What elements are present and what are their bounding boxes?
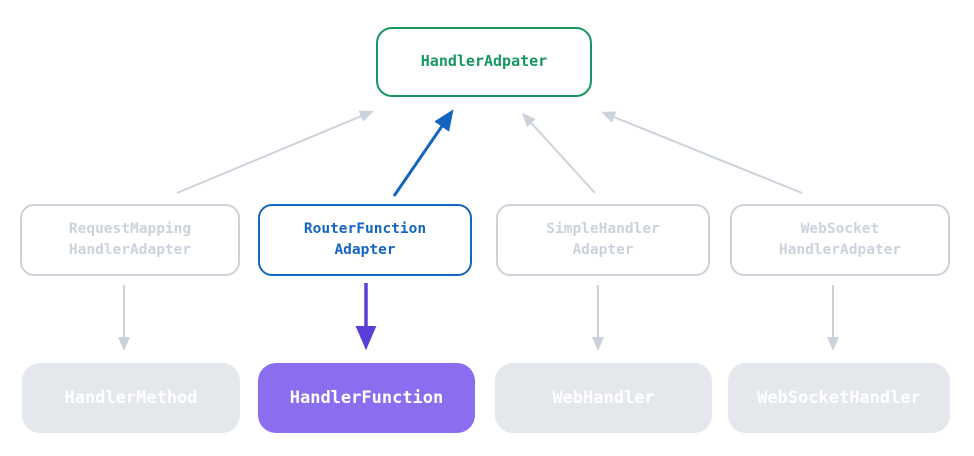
node-handlermethod: HandlerMethod [22,363,240,433]
node-label-line2: Adapter [334,242,396,258]
node-websockethandler-label: WebSocketHandler [757,387,921,408]
node-handlerfunction: HandlerFunction [258,363,475,433]
node-simplehandler-adapter: SimpleHandler Adapter [496,204,710,276]
node-label-line2: HandlerAdpater [778,242,902,258]
arrow-requestmapping-to-handleradapter [176,110,374,194]
node-label-line2: HandlerAdapter [68,242,192,258]
arrow-routerfunction-to-handleradapter [392,109,454,197]
node-webhandler: WebHandler [495,363,712,433]
node-label-line1: WebSocket [800,220,880,237]
arrow-simplehandler-to-handleradapter [521,112,596,194]
node-handler-adapter-label: HandlerAdpater [420,52,548,71]
node-handler-adapter: HandlerAdpater [376,27,592,97]
node-requestmapping-handleradapter: RequestMapping HandlerAdapter [20,204,240,276]
node-webhandler-label: WebHandler [552,387,655,408]
node-label-line2: Adapter [572,242,634,258]
node-websocket-handleradapter: WebSocket HandlerAdpater [730,204,950,276]
arrow-websocket-to-handleradapter [601,111,803,194]
node-routerfunction-adapter: RouterFunction Adapter [258,204,472,276]
node-handlerfunction-label: HandlerFunction [289,387,444,408]
node-label-line1: RequestMapping [68,220,192,237]
node-handlermethod-label: HandlerMethod [64,387,198,408]
node-websockethandler: WebSocketHandler [728,363,950,433]
node-label-line1: RouterFunction [303,220,427,237]
node-label-line1: SimpleHandler [546,220,660,237]
